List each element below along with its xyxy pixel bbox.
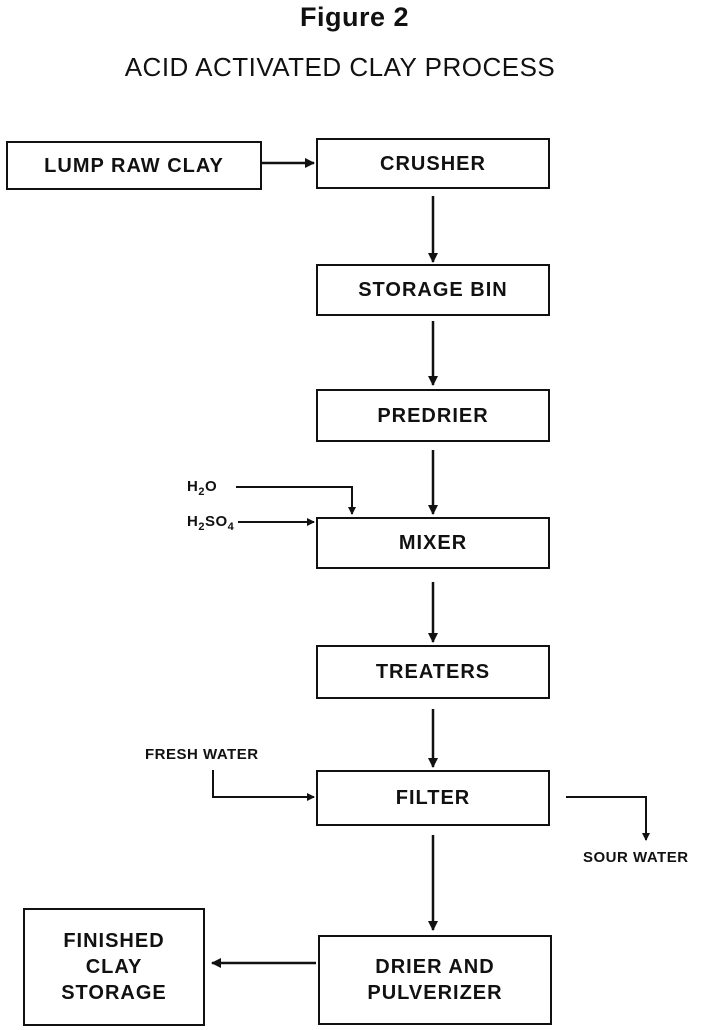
box-predrier-label: PREDRIER: [377, 404, 489, 427]
box-finished-storage-label: FINISHED CLAY STORAGE: [61, 930, 167, 1004]
box-treaters-label: TREATERS: [375, 661, 491, 683]
box-lump-raw-clay-label: LUMP RAW CLAY: [44, 154, 224, 177]
box-storage-bin: STORAGE BIN: [316, 264, 550, 316]
arrow-water-to-mixer: [236, 486, 356, 515]
box-drier-pulverizer-label: DRIER AND PULVERIZER: [367, 956, 503, 1004]
box-treaters: TREATERS: [316, 645, 550, 699]
box-crusher-label: CRUSHER: [380, 152, 486, 175]
box-finished-storage: FINISHED CLAY STORAGE: [23, 908, 205, 1026]
box-lump-raw-clay: LUMP RAW CLAY: [6, 141, 262, 190]
input-water-label: H2O: [187, 478, 218, 498]
figure-label: Figure 2: [299, 2, 410, 32]
box-drier-pulverizer: DRIER AND PULVERIZER: [318, 935, 552, 1025]
box-mixer: MIXER: [316, 517, 550, 569]
arrow-fresh-water-to-filter: [212, 770, 315, 801]
input-acid-label: H2SO4: [187, 513, 235, 533]
box-mixer-label: MIXER: [398, 532, 468, 554]
arrow-filter-to-sour-water: [566, 796, 650, 841]
figure-title: ACID ACTIVATED CLAY PROCESS: [124, 52, 556, 82]
box-filter: FILTER: [316, 770, 550, 826]
output-sour-water-label: SOUR WATER: [583, 849, 689, 866]
input-fresh-water-label: FRESH WATER: [145, 746, 259, 763]
box-filter-label: FILTER: [395, 787, 471, 809]
box-crusher: CRUSHER: [316, 138, 550, 189]
box-predrier: PREDRIER: [316, 389, 550, 442]
box-storage-bin-label: STORAGE BIN: [358, 279, 508, 301]
